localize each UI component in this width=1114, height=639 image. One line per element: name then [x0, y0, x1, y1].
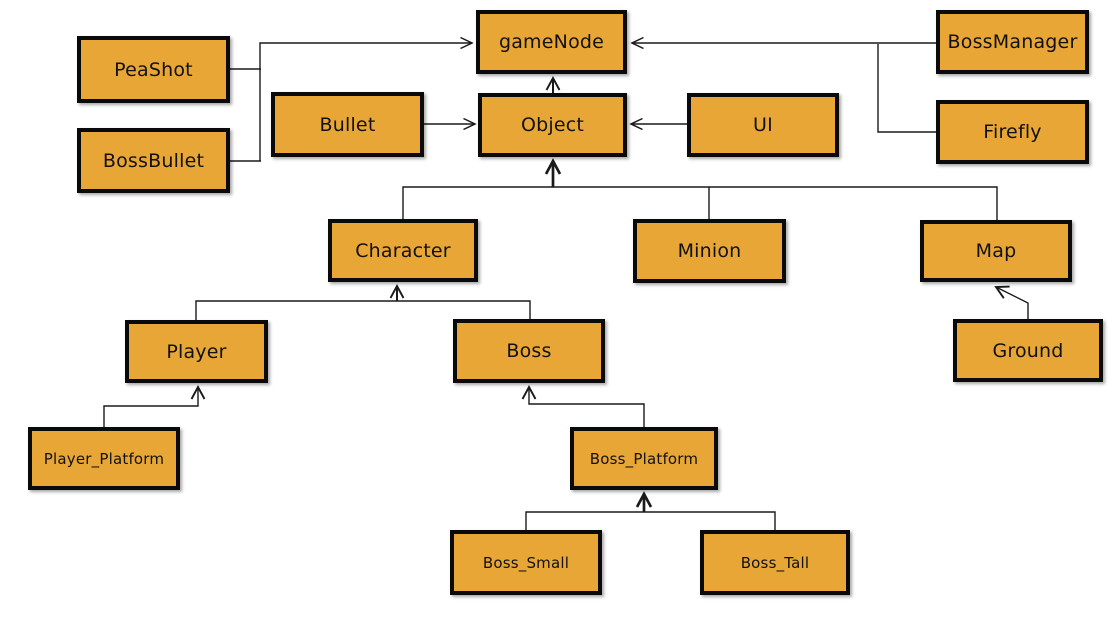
node-boss-tall[interactable]: Boss_Tall	[700, 530, 850, 595]
node-label: Boss	[506, 340, 552, 362]
edge-branch-character-rail	[195, 300, 531, 320]
node-label: Character	[355, 239, 451, 262]
node-bossmanager[interactable]: BossManager	[936, 10, 1089, 74]
node-label: Minion	[677, 240, 742, 262]
node-label: Firefly	[983, 121, 1042, 143]
node-boss[interactable]: Boss	[453, 319, 605, 383]
node-boss-small[interactable]: Boss_Small	[450, 530, 602, 595]
edge-firefly-stub	[877, 44, 936, 133]
node-bossbullet[interactable]: BossBullet	[77, 128, 230, 193]
node-peashot[interactable]: PeaShot	[77, 36, 230, 103]
node-label: Boss_Platform	[589, 449, 699, 468]
node-bullet[interactable]: Bullet	[271, 92, 424, 157]
node-label: PeaShot	[114, 58, 193, 81]
node-label: Object	[520, 114, 585, 136]
node-label: Bullet	[319, 113, 376, 136]
node-label: Player	[166, 340, 227, 363]
node-label: BossBullet	[102, 149, 205, 172]
node-object[interactable]: Object	[478, 93, 627, 157]
node-firefly[interactable]: Firefly	[936, 100, 1089, 164]
node-ui[interactable]: UI	[687, 93, 839, 157]
node-boss-platform[interactable]: Boss_Platform	[570, 427, 718, 490]
node-label: BossManager	[947, 31, 1078, 53]
node-label: Boss_Tall	[740, 553, 810, 572]
node-character[interactable]: Character	[328, 219, 478, 282]
edge-ground-to-map	[994, 285, 1029, 319]
node-label: gameNode	[498, 31, 605, 53]
node-map[interactable]: Map	[920, 220, 1072, 282]
edge-branch-bossplatform-rail	[525, 511, 776, 530]
node-player[interactable]: Player	[125, 320, 268, 383]
node-player-platform[interactable]: Player_Platform	[28, 427, 180, 490]
node-gamenode[interactable]: gameNode	[476, 10, 627, 74]
node-label: Map	[975, 240, 1017, 262]
edge-trunk-to-gamenode-left	[259, 36, 474, 161]
node-ground[interactable]: Ground	[953, 319, 1103, 382]
node-minion[interactable]: Minion	[633, 219, 786, 283]
node-label: Ground	[992, 339, 1064, 362]
edge-bossplatform-to-boss	[521, 385, 645, 427]
node-label: UI	[753, 114, 773, 136]
node-label: Boss_Small	[482, 553, 570, 572]
edge-playerplatform-to-player	[103, 385, 206, 427]
node-label: Player_Platform	[43, 449, 165, 468]
edge-branch-object-rail	[402, 186, 998, 220]
